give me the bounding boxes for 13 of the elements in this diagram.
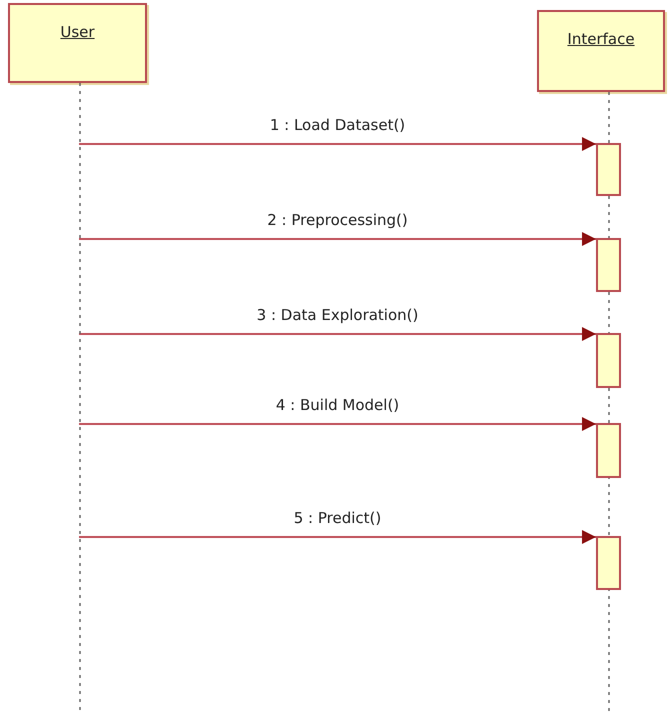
activation-bar: [596, 536, 621, 590]
object-name: User: [59, 23, 96, 41]
message-arrow: [79, 232, 596, 246]
message-arrow: [79, 137, 596, 151]
message-arrow: [79, 530, 596, 544]
message-arrow: [79, 417, 596, 431]
message-arrow: [79, 327, 596, 341]
activation-bar: [596, 143, 621, 196]
edge-label: 3 : Data Exploration(): [254, 306, 420, 324]
activation-bar: [596, 333, 621, 388]
activation-bar: [596, 238, 621, 292]
object-name: Interface: [566, 30, 636, 48]
activation-bar: [596, 423, 621, 478]
